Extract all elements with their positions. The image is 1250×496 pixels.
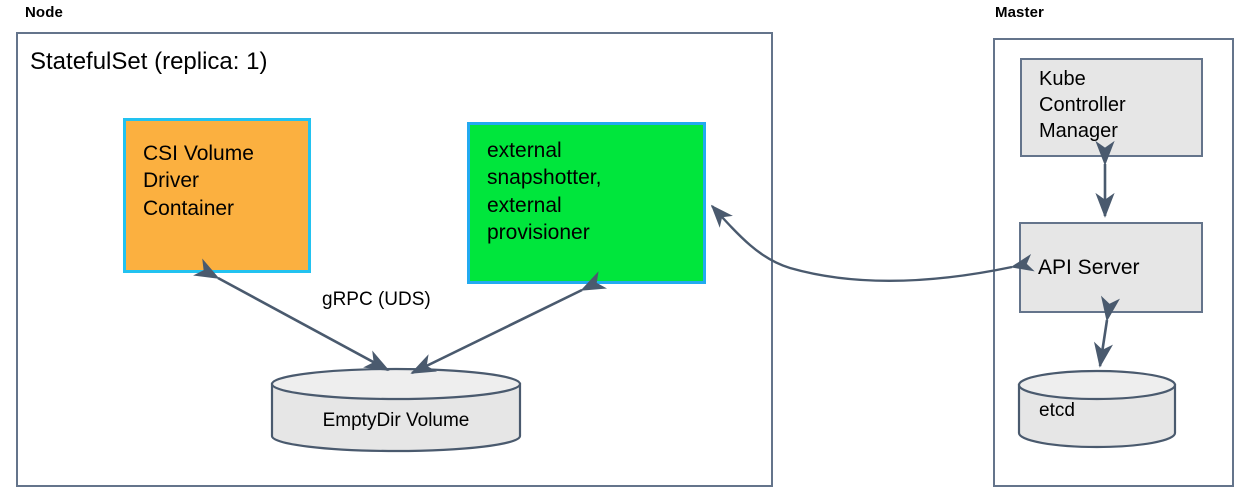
emptydir-volume-label: EmptyDir Volume: [322, 410, 470, 431]
grpc-uds-edge-label: gRPC (UDS): [322, 289, 431, 310]
external-sidecars-label: external snapshotter, external provision…: [487, 139, 602, 244]
csi-volume-driver-container-label: CSI Volume Driver Container: [143, 142, 254, 220]
csi-volume-driver-container-box[interactable]: CSI Volume Driver Container: [123, 118, 311, 273]
external-sidecars-box[interactable]: external snapshotter, external provision…: [467, 122, 706, 284]
etcd-cylinder[interactable]: etcd: [1017, 369, 1177, 450]
kube-controller-manager-label: Kube Controller Manager: [1039, 68, 1126, 142]
etcd-label: etcd: [1039, 400, 1075, 421]
kube-controller-manager-box[interactable]: Kube Controller Manager: [1020, 58, 1203, 157]
master-zone-label: Master: [995, 4, 1044, 21]
node-zone-label: Node: [25, 4, 63, 21]
statefulset-caption: StatefulSet (replica: 1): [30, 48, 268, 75]
emptydir-volume-cylinder[interactable]: EmptyDir Volume: [270, 367, 522, 453]
api-server-label: API Server: [1038, 256, 1140, 279]
api-server-box[interactable]: API Server: [1019, 222, 1203, 313]
